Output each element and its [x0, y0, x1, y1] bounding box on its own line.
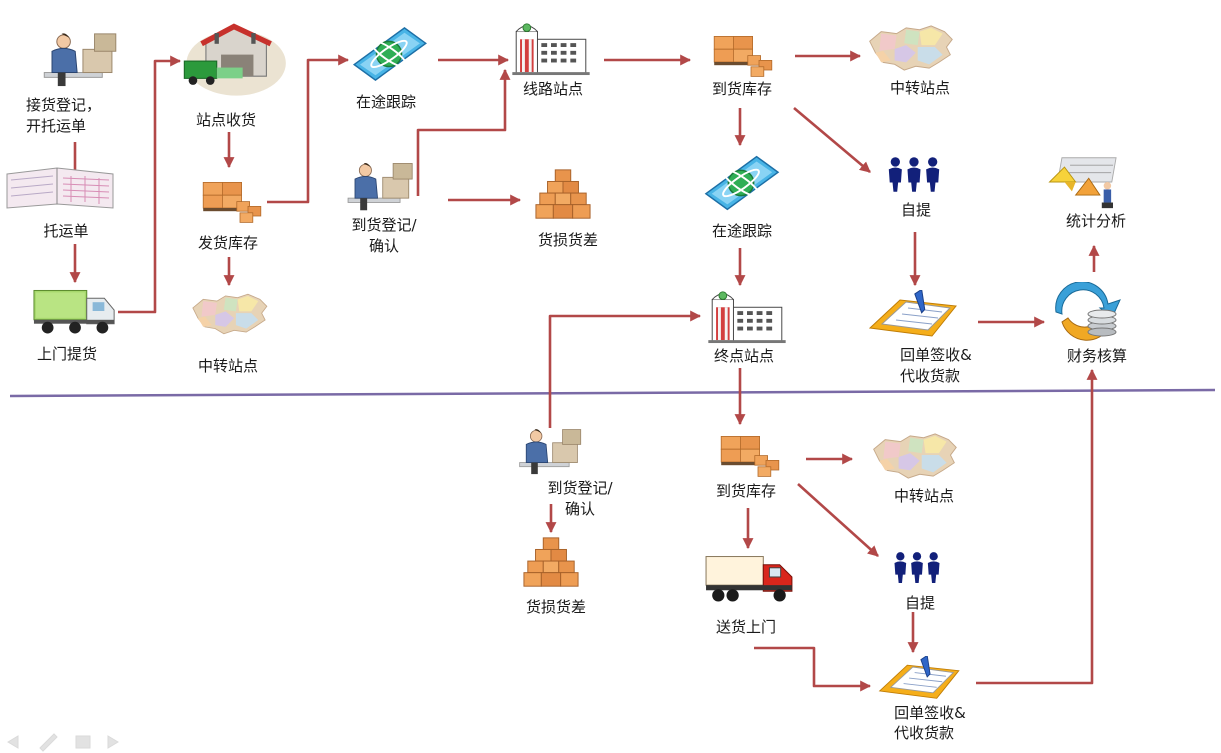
arrow	[976, 368, 1098, 685]
section-divider	[9, 388, 1216, 398]
finance-coins-icon	[1055, 282, 1121, 341]
next-slide-icon[interactable]	[107, 735, 119, 749]
arrow	[548, 310, 702, 428]
label-receipt-2-line2: 代收货款	[894, 724, 954, 742]
self-pickup-people-icon	[888, 157, 940, 192]
arrow	[797, 483, 879, 557]
label-tracking-1: 在途跟踪	[356, 93, 416, 111]
label-statistics: 统计分析	[1066, 212, 1126, 230]
label-damage-2: 货损货差	[526, 598, 586, 616]
china-map-icon	[192, 293, 268, 335]
label-self-pickup-2: 自提	[905, 594, 935, 612]
label-receipt-1-line1: 回单签收&	[900, 346, 972, 364]
tracking-globe-icon	[353, 26, 427, 82]
slideshow-toolbar	[7, 733, 119, 752]
label-damage-1: 货损货差	[538, 231, 598, 249]
flow-arrows	[69, 50, 1100, 692]
terminal-station-building-icon	[707, 291, 787, 344]
self-pickup-people-icon	[894, 552, 940, 583]
label-receipt-2-line1: 回单签收&	[894, 704, 966, 722]
label-transfer-1: 中转站点	[198, 357, 258, 375]
damage-boxes-icon	[523, 537, 579, 587]
damage-boxes-icon	[535, 169, 591, 219]
reception-clerk-icon	[43, 32, 117, 87]
arrival-clerk-icon	[519, 428, 582, 475]
label-route-station: 线路站点	[523, 80, 583, 98]
arrow	[754, 646, 872, 692]
label-station-receive: 站点收货	[196, 111, 256, 129]
label-arrival-confirm-1-line2: 确认	[369, 237, 399, 255]
label-self-pickup-1: 自提	[901, 201, 931, 219]
label-arrival-stock-1: 到货库存	[712, 80, 772, 98]
receipt-folder-icon	[879, 656, 960, 699]
waybill-document-icon	[6, 167, 114, 209]
label-register-line2: 开托运单	[26, 117, 86, 135]
arrival-stock-boxes-icon	[713, 35, 773, 77]
prev-slide-icon[interactable]	[7, 735, 19, 749]
label-arrival-confirm-1-line1: 到货登记/	[351, 216, 417, 234]
label-tracking-2: 在途跟踪	[712, 222, 772, 240]
china-map-icon	[873, 433, 957, 479]
label-ship-stock: 发货库存	[198, 234, 258, 252]
china-map-icon	[869, 25, 953, 71]
statistics-chart-icon	[1048, 157, 1117, 209]
label-terminal-station: 终点站点	[714, 347, 774, 365]
label-finance: 财务核算	[1067, 347, 1127, 365]
label-pickup: 上门提货	[37, 345, 97, 363]
pickup-truck-icon	[33, 289, 115, 334]
pen-icon[interactable]	[39, 733, 58, 752]
warehouse-receiving-icon	[184, 27, 286, 96]
label-waybill: 托运单	[43, 222, 88, 240]
tracking-globe-icon	[704, 155, 780, 211]
arrival-clerk-icon	[347, 162, 413, 211]
receipt-folder-icon	[869, 290, 957, 337]
label-arrival-confirm-2-line1: 到货登记/	[547, 479, 613, 497]
node-labels: 接货登记， 开托运单 托运单 上门提货 站点收货 发货库存 中转站点 在途跟踪 …	[26, 79, 1127, 742]
arrow	[416, 68, 511, 196]
shipping-stock-boxes-icon	[202, 181, 262, 223]
arrow	[267, 54, 350, 204]
label-arrival-stock-2: 到货库存	[716, 482, 776, 500]
label-receipt-1-line2: 代收货款	[900, 367, 960, 385]
label-transfer-3: 中转站点	[894, 487, 954, 505]
label-transfer-2: 中转站点	[890, 79, 950, 97]
arrow	[793, 107, 871, 173]
menu-icon[interactable]	[75, 735, 91, 749]
arrow	[118, 55, 182, 314]
arrival-stock-boxes-icon	[720, 435, 780, 477]
label-delivery: 送货上门	[716, 618, 776, 636]
route-station-building-icon	[511, 23, 591, 76]
label-register-line1: 接货登记，	[26, 96, 101, 114]
delivery-truck-icon	[705, 556, 793, 603]
label-arrival-confirm-2-line2: 确认	[565, 500, 595, 518]
